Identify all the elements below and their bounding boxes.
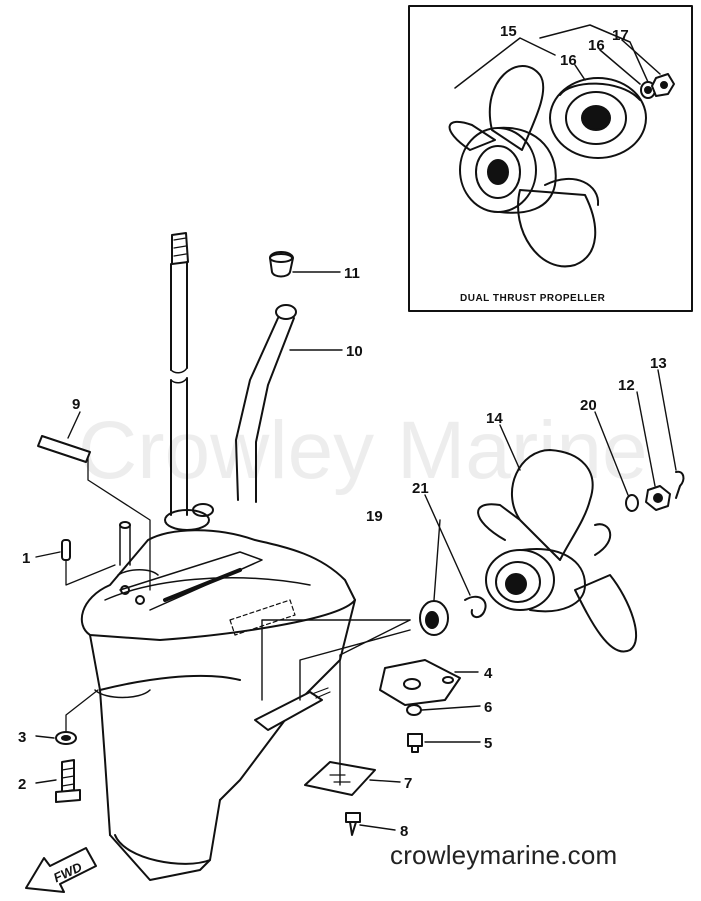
callout-3: 3	[18, 729, 26, 746]
callout-10: 10	[346, 343, 363, 360]
spacer-ring	[464, 595, 487, 618]
bolt-anode	[407, 733, 423, 753]
callout-12: 12	[618, 377, 635, 394]
seal-strip	[37, 435, 151, 591]
washer	[55, 689, 99, 745]
website-label: crowleymarine.com	[390, 840, 618, 870]
callout-2: 2	[18, 776, 26, 793]
callout-labels: 1 2 3 4 5 6 7 8 9 10 11 12 13 14 15 16 1…	[18, 23, 667, 840]
grommet	[269, 251, 294, 278]
inset-caption: DUAL THRUST PROPELLER	[460, 293, 606, 304]
leader-lines	[35, 271, 677, 831]
dowel-pin	[61, 539, 116, 586]
bolt	[55, 759, 81, 803]
propeller	[477, 449, 638, 653]
water-tube	[235, 304, 297, 503]
callout-16-outer: 16	[588, 37, 605, 54]
callout-19: 19	[366, 508, 383, 525]
prop-washer	[625, 494, 639, 512]
cotter-pin	[675, 470, 685, 499]
callout-7: 7	[404, 775, 412, 792]
thrust-washer	[419, 600, 449, 636]
callout-1: 1	[22, 550, 30, 567]
callout-8: 8	[400, 823, 408, 840]
callout-13: 13	[650, 355, 667, 372]
callout-4: 4	[484, 665, 493, 682]
callout-6: 6	[484, 699, 492, 716]
fwd-arrow: FWD	[25, 847, 97, 893]
callout-21: 21	[412, 480, 429, 497]
anode	[379, 659, 461, 706]
drive-shaft	[164, 232, 214, 531]
dual-thrust-propeller-inset	[408, 5, 693, 312]
callout-16-inner: 16	[560, 52, 577, 69]
callout-14: 14	[486, 410, 503, 427]
callout-5: 5	[484, 735, 492, 752]
lower-unit-housing	[80, 521, 356, 881]
screw	[345, 812, 361, 836]
callout-20: 20	[580, 397, 597, 414]
callout-11: 11	[344, 265, 360, 282]
callout-9: 9	[72, 396, 80, 413]
washer-small	[406, 704, 422, 716]
callout-17: 17	[612, 27, 629, 44]
callout-15: 15	[500, 23, 517, 40]
prop-nut	[645, 485, 671, 511]
